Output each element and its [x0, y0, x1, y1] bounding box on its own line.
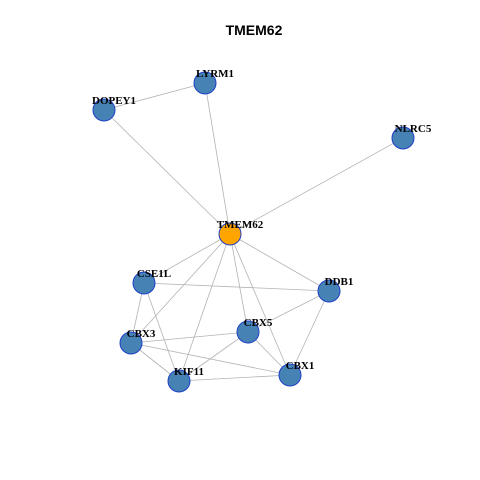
edge-tmem62-cbx3 — [130, 233, 231, 344]
edge-tmem62-kif11 — [178, 233, 231, 382]
edge-cse1l-ddb1 — [143, 282, 330, 292]
node-label-cbx3: CBX3 — [127, 328, 156, 340]
edge-cse1l-kif11 — [143, 282, 180, 382]
edge-tmem62-lyrm1 — [204, 82, 231, 235]
edge-tmem62-dopey1 — [103, 109, 231, 235]
node-kif11 — [167, 369, 191, 393]
edge-lyrm1-dopey1 — [103, 82, 206, 111]
node-label-kif11: KIF11 — [174, 366, 204, 378]
node-label-nlrc5: NLRC5 — [395, 123, 432, 135]
node-nlrc5 — [391, 126, 415, 150]
node-layer — [92, 71, 415, 393]
node-cbx5 — [236, 320, 260, 344]
node-label-dopey1: DOPEY1 — [92, 95, 136, 107]
edge-cbx5-cbx3 — [130, 331, 249, 344]
node-ddb1 — [317, 279, 341, 303]
edge-tmem62-cbx1 — [229, 233, 291, 376]
node-label-tmem62: TMEM62 — [217, 219, 264, 231]
edge-cbx5-kif11 — [178, 331, 249, 382]
edge-tmem62-cse1l — [143, 233, 231, 284]
node-label-ddb1: DDB1 — [325, 276, 354, 288]
node-label-cbx1: CBX1 — [286, 360, 315, 372]
node-label-cbx5: CBX5 — [244, 317, 273, 329]
edge-tmem62-ddb1 — [229, 233, 330, 292]
edge-tmem62-nlrc5 — [229, 137, 404, 235]
node-lyrm1 — [193, 71, 217, 95]
edge-cbx3-cbx1 — [130, 342, 291, 376]
node-label-lyrm1: LYRM1 — [196, 68, 234, 80]
node-label-cse1l: CSE1L — [137, 268, 171, 280]
diagram-title: TMEM62 — [226, 22, 283, 38]
node-cse1l — [132, 271, 156, 295]
node-cbx3 — [119, 331, 143, 355]
node-dopey1 — [92, 98, 116, 122]
edge-ddb1-cbx1 — [289, 290, 330, 376]
edge-ddb1-cbx5 — [247, 290, 330, 333]
edge-tmem62-cbx5 — [229, 233, 249, 333]
node-tmem62 — [218, 222, 242, 246]
edge-kif11-cbx1 — [178, 374, 291, 382]
node-cbx1 — [278, 363, 302, 387]
